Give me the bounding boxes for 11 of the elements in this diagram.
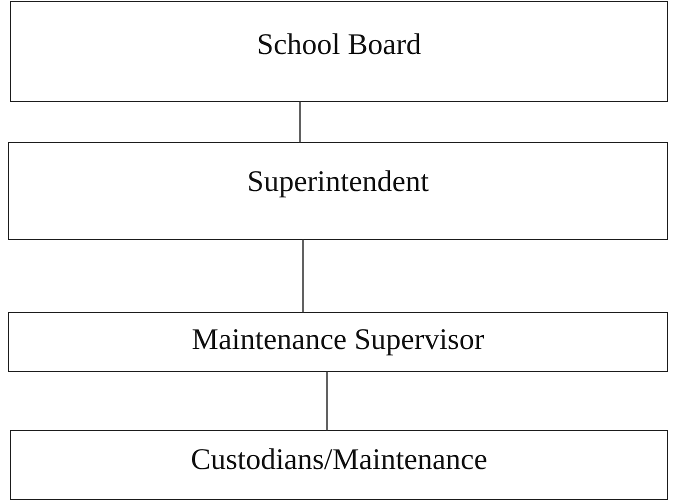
org-box — [8, 312, 668, 372]
connector-line — [302, 240, 304, 312]
org-box — [8, 142, 668, 240]
box-title: Superintendent — [247, 165, 429, 199]
box-title: Maintenance Supervisor — [192, 323, 484, 357]
connector-line — [299, 102, 301, 142]
org-box — [10, 1, 668, 102]
org-box — [10, 430, 668, 500]
box-title: Custodians/Maintenance — [190, 443, 488, 477]
connector-line — [326, 372, 328, 430]
box-title: School Board — [256, 28, 422, 62]
